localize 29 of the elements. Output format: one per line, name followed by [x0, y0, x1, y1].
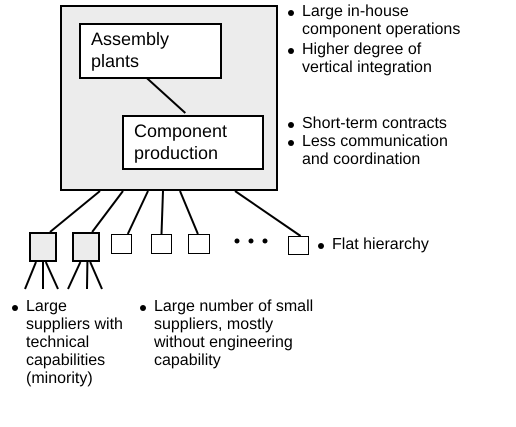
note-text: Flat hierarchy: [332, 236, 429, 254]
note-text: Large in-house component operations: [302, 3, 462, 39]
supplier-box: [288, 236, 309, 255]
connector-line: [86, 262, 88, 290]
note-text: Short-term contracts: [302, 115, 447, 133]
connector-line: [44, 262, 59, 290]
connector-line: [67, 262, 82, 290]
connector-line: [42, 262, 44, 289]
process-box: Assembly plants: [79, 23, 222, 79]
connector-line: [234, 190, 302, 237]
connector-line: [126, 190, 149, 234]
connector-line: [91, 190, 124, 233]
supplier-box: [151, 234, 172, 254]
company-box: [60, 5, 278, 191]
connector-line: [144, 76, 186, 114]
process-box: Component production: [122, 115, 264, 170]
connector-line: [49, 190, 101, 233]
supplier-box: [111, 234, 132, 254]
connector-line: [24, 262, 37, 290]
supplier-box: [29, 232, 57, 262]
note-text: Large suppliers with technical capabilities (minority): [26, 298, 124, 388]
connector-line: [179, 190, 199, 234]
note-text: Large number of small suppliers, mostly without engineering capability: [154, 298, 314, 370]
supplier-box: [72, 232, 100, 262]
note-text: Higher degree of vertical integration: [302, 41, 433, 77]
connector-line: [89, 262, 103, 290]
note-text: Less communication and coordination: [302, 133, 449, 169]
supplier-box: [188, 234, 210, 254]
connector-line: [160, 190, 164, 234]
